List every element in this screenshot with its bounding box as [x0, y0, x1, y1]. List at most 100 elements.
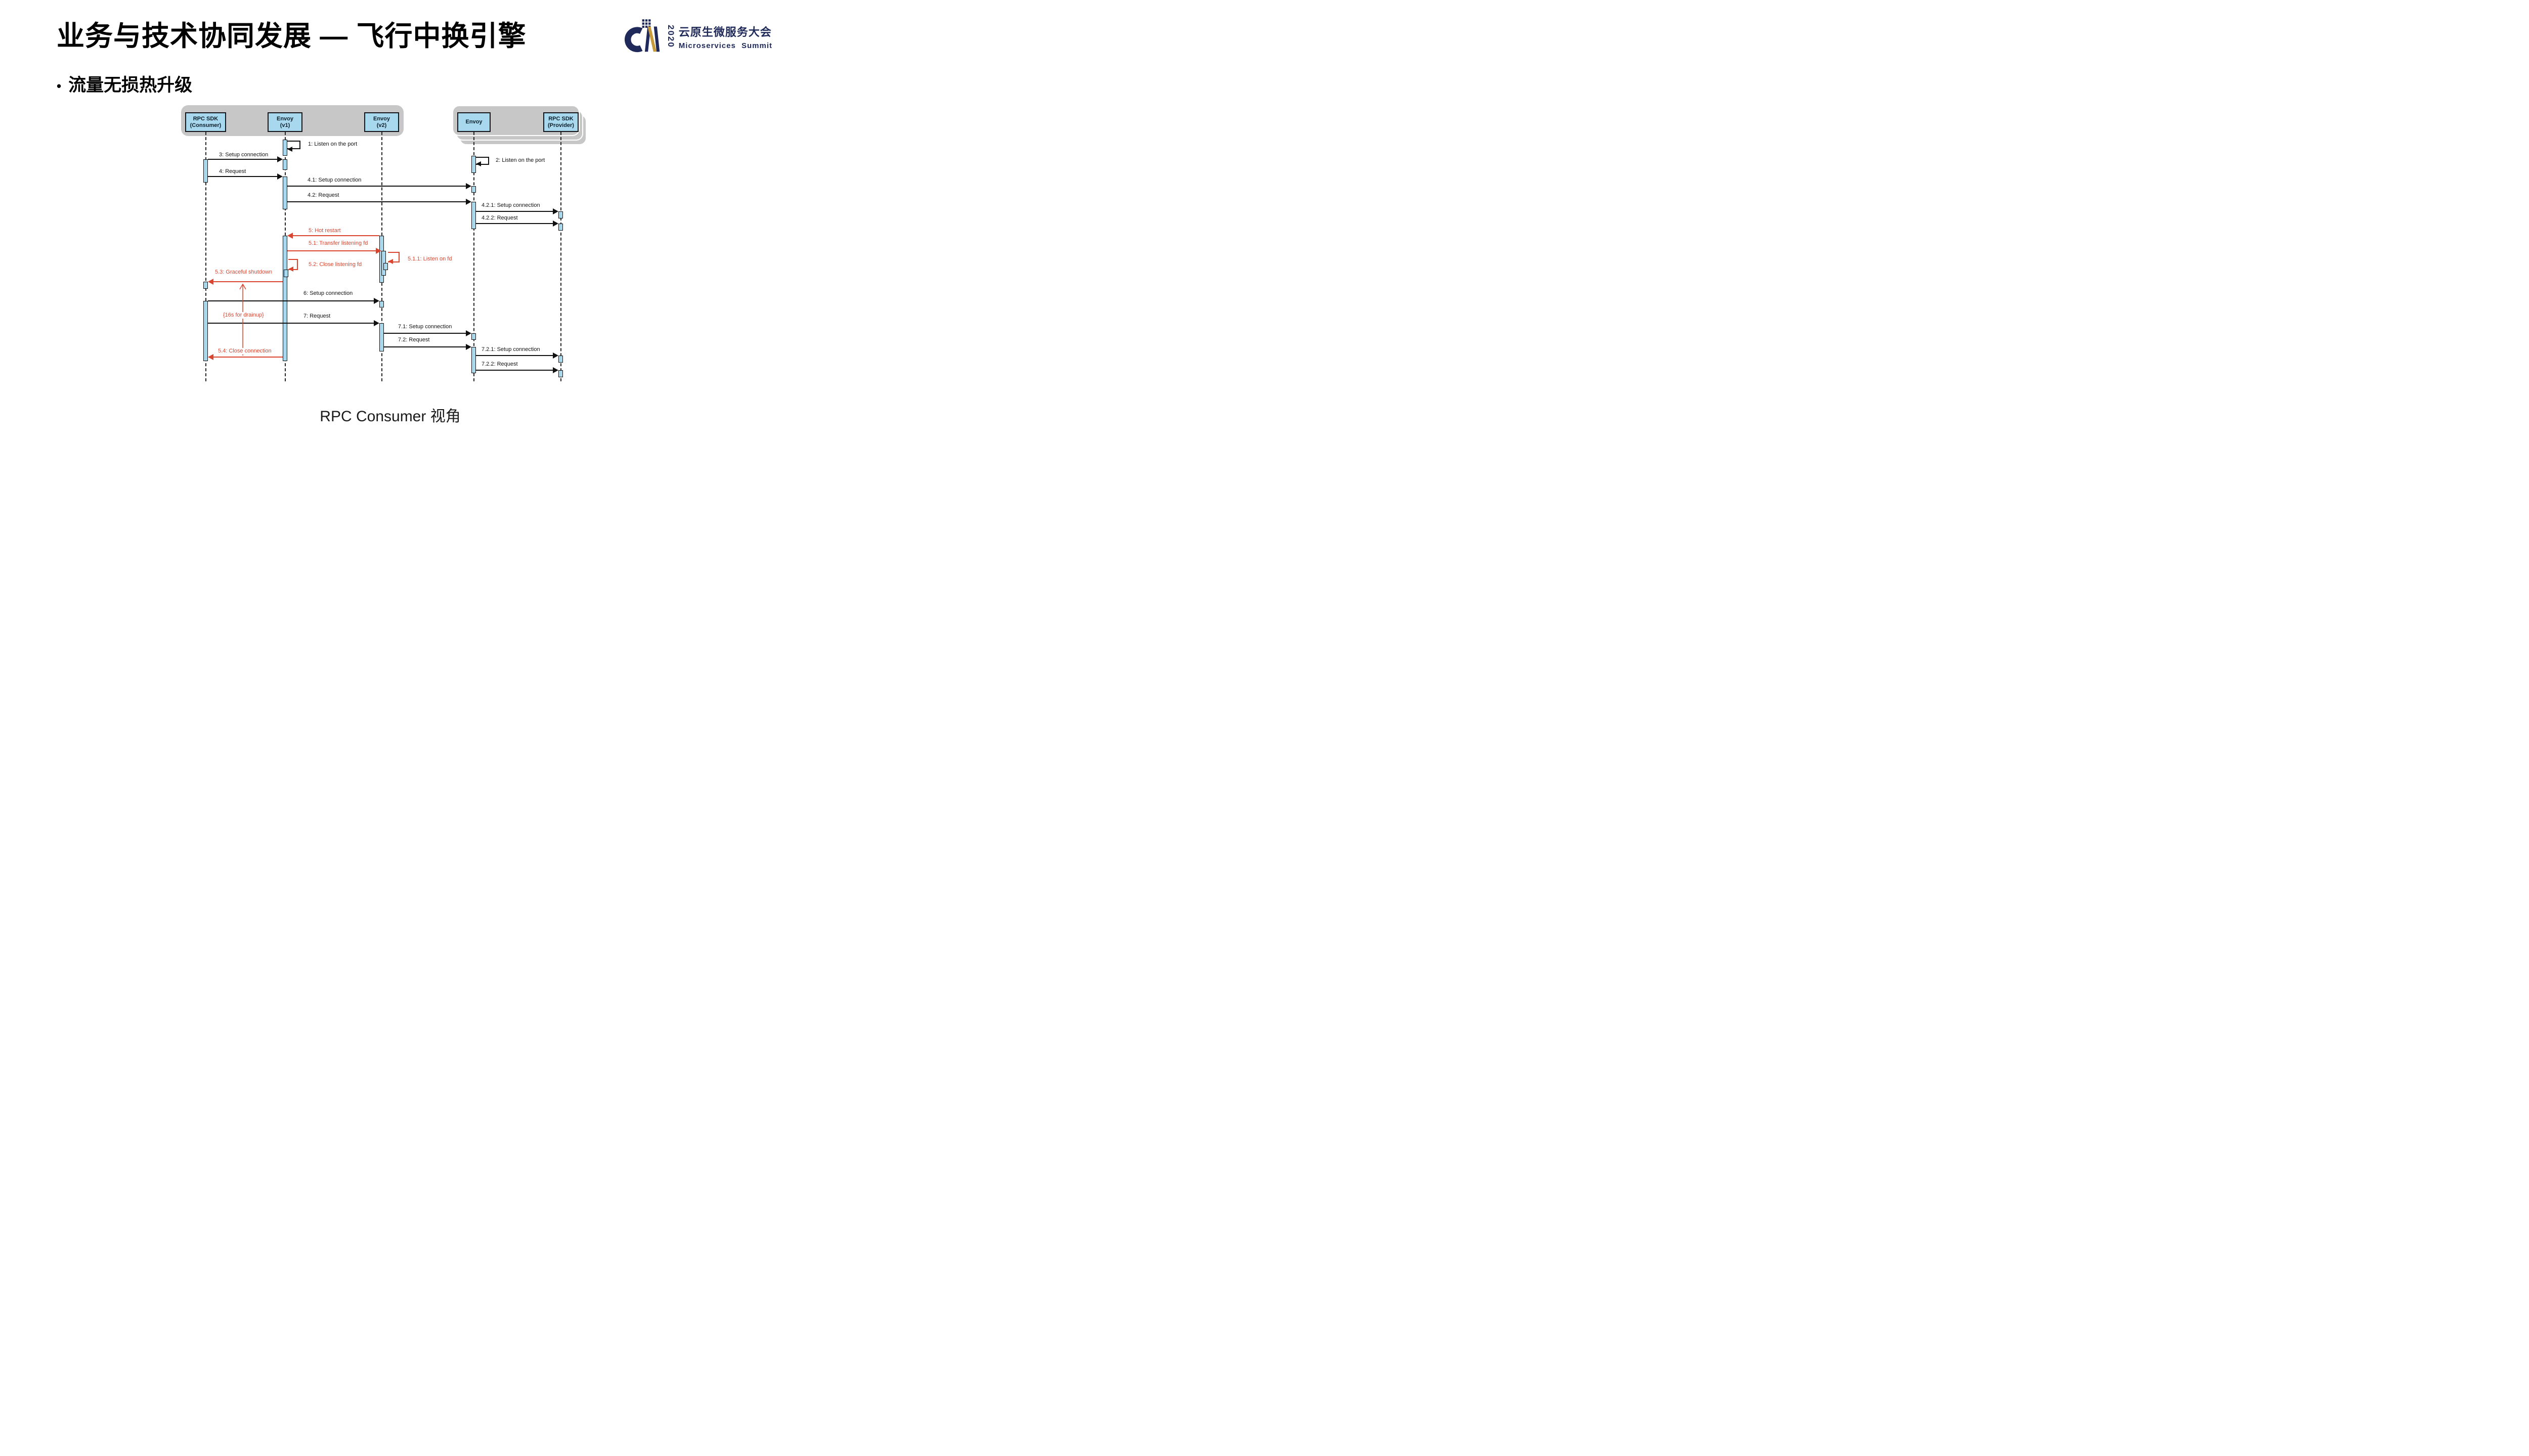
participant-label: RPC SDK	[193, 115, 219, 122]
duration-note-label: {16s for drainup}	[222, 312, 265, 319]
activation-bar-rpc-provider	[558, 211, 563, 218]
message-label-5-4: 5.4: Close connection	[217, 348, 273, 355]
activation-bar-consumer	[203, 159, 208, 183]
participant-envoy-v2: Envoy (v2)	[364, 112, 399, 132]
arrowhead-icon	[466, 344, 471, 350]
message-label-6: 6: Setup connection	[302, 290, 354, 297]
arrowhead-icon	[288, 267, 293, 272]
arrowhead-icon	[287, 147, 292, 152]
activation-bar-envoy-v2	[379, 323, 384, 351]
activation-bar-rpc-provider	[558, 356, 563, 363]
diagram-caption: RPC Consumer 视角	[320, 408, 461, 425]
arrowhead-icon	[553, 352, 558, 359]
activation-bar-envoy-provider	[471, 347, 476, 373]
message-label-5-2: 5.2: Close listening fd	[308, 261, 363, 268]
arrowhead-icon	[553, 220, 558, 227]
message-line-5-4-close-connection	[213, 357, 283, 358]
message-line-4-2-1	[476, 211, 553, 212]
participant-label: RPC SDK	[548, 115, 574, 122]
message-line-5-3-graceful-shutdown	[213, 281, 283, 282]
logo-title-cn: 云原生微服务大会	[678, 25, 772, 38]
message-line-4-1	[287, 186, 466, 187]
activation-bar-envoy-v2	[379, 301, 384, 307]
message-line-7-2	[384, 346, 466, 347]
activation-bar-envoy-provider	[471, 186, 476, 193]
message-line-7-1	[384, 333, 466, 334]
bullet-icon: •	[57, 78, 62, 94]
self-message-listen-port-v1	[287, 141, 300, 149]
activation-bar-envoy-v1	[283, 177, 287, 209]
message-label-5-1-1: 5.1.1: Listen on fd	[407, 256, 453, 262]
participant-envoy-provider: Envoy	[457, 112, 491, 132]
arrowhead-icon	[466, 183, 471, 189]
participant-consumer: RPC SDK (Consumer)	[185, 112, 226, 132]
logo-text: 云原生微服务大会 Microservices Summit	[679, 23, 772, 50]
self-message-listen-port-provider	[476, 157, 489, 165]
participant-label: (Provider)	[548, 122, 574, 128]
message-label-7-2-1: 7.2.1: Setup connection	[481, 346, 541, 353]
activation-bar-consumer	[203, 301, 208, 361]
message-line-7-2-1	[476, 355, 553, 356]
logo-year: 2020	[666, 25, 676, 48]
message-label-4-2-1: 4.2.1: Setup connection	[481, 202, 541, 209]
arrowhead-icon	[374, 320, 379, 326]
arrowhead-icon	[553, 367, 558, 373]
message-label-3: 3: Setup connection	[218, 152, 270, 158]
page-title: 业务与技术协同发展 — 飞行中换引擎	[57, 20, 527, 52]
arrowhead-icon	[277, 173, 283, 180]
activation-bar-rpc-provider	[558, 224, 563, 231]
message-label-5-3: 5.3: Graceful shutdown	[214, 269, 274, 276]
arrowhead-icon	[466, 330, 471, 336]
message-line-4-2-2	[476, 223, 553, 224]
message-label-7: 7: Request	[302, 313, 332, 320]
activation-bar-envoy-provider	[471, 202, 476, 229]
logo-title-en: Microservices Summit	[678, 41, 772, 50]
arrowhead-icon	[287, 233, 293, 239]
lifeline-envoy-provider	[473, 132, 474, 381]
message-line-4	[208, 176, 277, 177]
activation-bar-envoy-v1	[283, 236, 287, 361]
activation-bar-rpc-provider	[558, 370, 563, 377]
message-line-5-hot-restart	[293, 235, 379, 236]
self-message-listen-on-fd	[388, 252, 400, 262]
activation-bar-envoy-v1	[283, 159, 287, 170]
arrowhead-icon	[476, 161, 481, 166]
lifeline-consumer	[205, 132, 206, 381]
message-label-5-1: 5.1: Transfer listening fd	[308, 240, 369, 247]
arrowhead-icon	[466, 199, 471, 205]
message-label-4-1: 4.1: Setup connection	[307, 177, 363, 184]
message-label-4-2-2: 4.2.2: Request	[481, 215, 519, 222]
message-line-7	[208, 323, 374, 324]
participant-label: Envoy	[276, 115, 293, 122]
activation-bar-envoy-provider	[471, 156, 476, 173]
conference-logo: 2020 云原生微服务大会 Microservices Summit	[624, 16, 772, 57]
arrowhead-icon	[208, 354, 213, 360]
participant-rpc-provider: RPC SDK (Provider)	[543, 112, 579, 132]
arrowhead-icon	[553, 208, 558, 214]
participant-envoy-v1: Envoy (v1)	[268, 112, 302, 132]
bullet-text: 流量无损热升级	[68, 75, 193, 95]
message-line-5-1-transfer-fd	[287, 250, 376, 251]
message-label-4: 4: Request	[218, 168, 247, 175]
message-label-7-2: 7.2: Request	[397, 337, 431, 343]
activation-bar-envoy-v1	[283, 140, 287, 156]
arrowhead-icon	[376, 248, 381, 254]
slide: 业务与技术协同发展 — 飞行中换引擎 2020 云原生微服务大会 Microse…	[0, 0, 780, 439]
bullet-item: • 流量无损热升级	[57, 71, 192, 97]
participant-label: Envoy	[373, 115, 390, 122]
message-label-4-2: 4.2: Request	[307, 192, 340, 199]
participant-label: (Consumer)	[190, 122, 222, 128]
message-label-7-2-2: 7.2.2: Request	[481, 361, 519, 368]
activation-bar-envoy-v2-nested	[383, 263, 388, 270]
lifeline-rpc-provider	[560, 132, 561, 381]
message-label-7-1: 7.1: Setup connection	[397, 324, 453, 330]
participant-label: (v1)	[280, 122, 290, 128]
message-line-3	[208, 159, 277, 160]
participant-label: (v2)	[376, 122, 387, 128]
message-line-4-2	[287, 201, 466, 202]
arrowhead-icon	[208, 279, 213, 285]
activation-bar-consumer	[203, 282, 208, 289]
message-line-6	[208, 300, 374, 301]
cn-logo-mark	[624, 19, 660, 53]
message-label-2: 2: Listen on the port	[495, 157, 546, 164]
